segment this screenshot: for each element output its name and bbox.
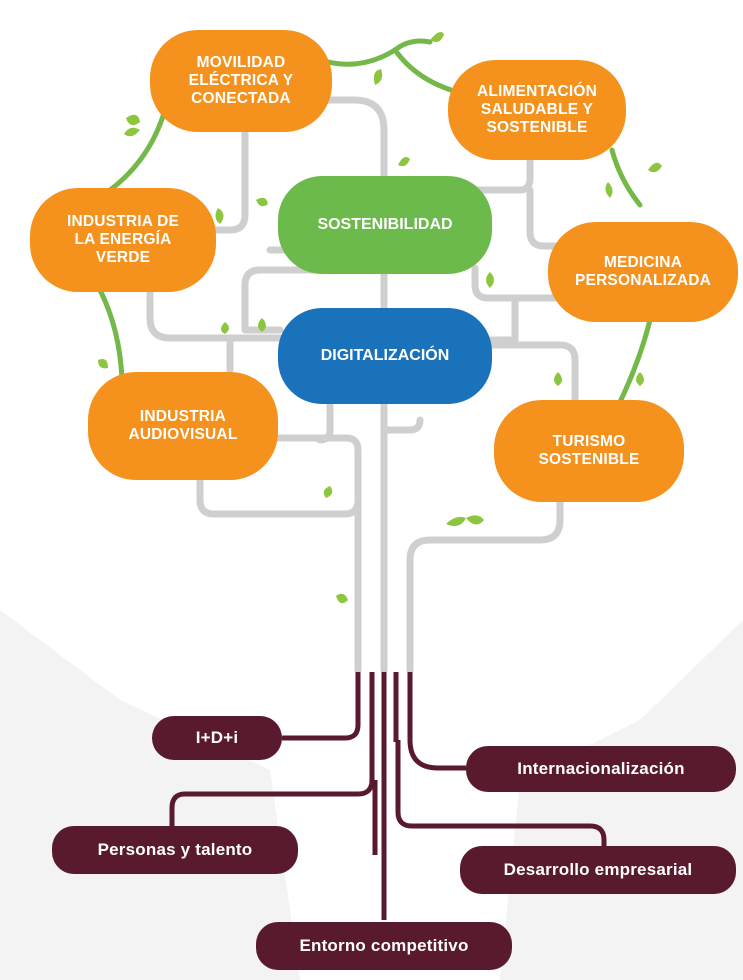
- node-industria-energia-label: INDUSTRIA DE LA ENERGÍA VERDE: [66, 212, 180, 267]
- root-desarrollo: Desarrollo empresarial: [460, 846, 736, 894]
- node-digitalizacion-label: DIGITALIZACIÓN: [320, 346, 450, 364]
- node-alimentacion: ALIMENTACIÓN SALUDABLE Y SOSTENIBLE: [448, 60, 626, 160]
- roots: [169, 672, 607, 920]
- root-personas-label: Personas y talento: [97, 840, 253, 859]
- node-sostenibilidad-label: SOSTENIBILIDAD: [317, 215, 453, 233]
- root-desarrollo-label: Desarrollo empresarial: [503, 860, 693, 879]
- root-entorno: Entorno competitivo: [256, 922, 512, 970]
- root-idi: I+D+i: [152, 716, 282, 760]
- node-medicina-label: MEDICINA PERSONALIZADA: [574, 253, 712, 289]
- root-internacionalizacion: Internacionalización: [466, 746, 736, 792]
- node-turismo: TURISMO SOSTENIBLE: [494, 400, 684, 502]
- node-movilidad-label: MOVILIDAD ELÉCTRICA Y CONECTADA: [188, 53, 294, 108]
- node-alimentacion-label: ALIMENTACIÓN SALUDABLE Y SOSTENIBLE: [476, 82, 598, 137]
- root-personas: Personas y talento: [52, 826, 298, 874]
- root-internacionalizacion-label: Internacionalización: [517, 759, 685, 778]
- leaves: [98, 32, 662, 604]
- node-medicina: MEDICINA PERSONALIZADA: [548, 222, 738, 322]
- root-entorno-label: Entorno competitivo: [299, 936, 469, 955]
- branches: [146, 96, 579, 674]
- node-industria-energia: INDUSTRIA DE LA ENERGÍA VERDE: [30, 188, 216, 292]
- root-idi-label: I+D+i: [195, 728, 239, 747]
- node-audiovisual-label: INDUSTRIA AUDIOVISUAL: [128, 407, 238, 443]
- node-movilidad: MOVILIDAD ELÉCTRICA Y CONECTADA: [150, 30, 332, 132]
- vines: [97, 38, 653, 405]
- node-turismo-label: TURISMO SOSTENIBLE: [538, 432, 640, 468]
- node-sostenibilidad: SOSTENIBILIDAD: [278, 176, 492, 274]
- node-audiovisual: INDUSTRIA AUDIOVISUAL: [88, 372, 278, 480]
- node-digitalizacion: DIGITALIZACIÓN: [278, 308, 492, 404]
